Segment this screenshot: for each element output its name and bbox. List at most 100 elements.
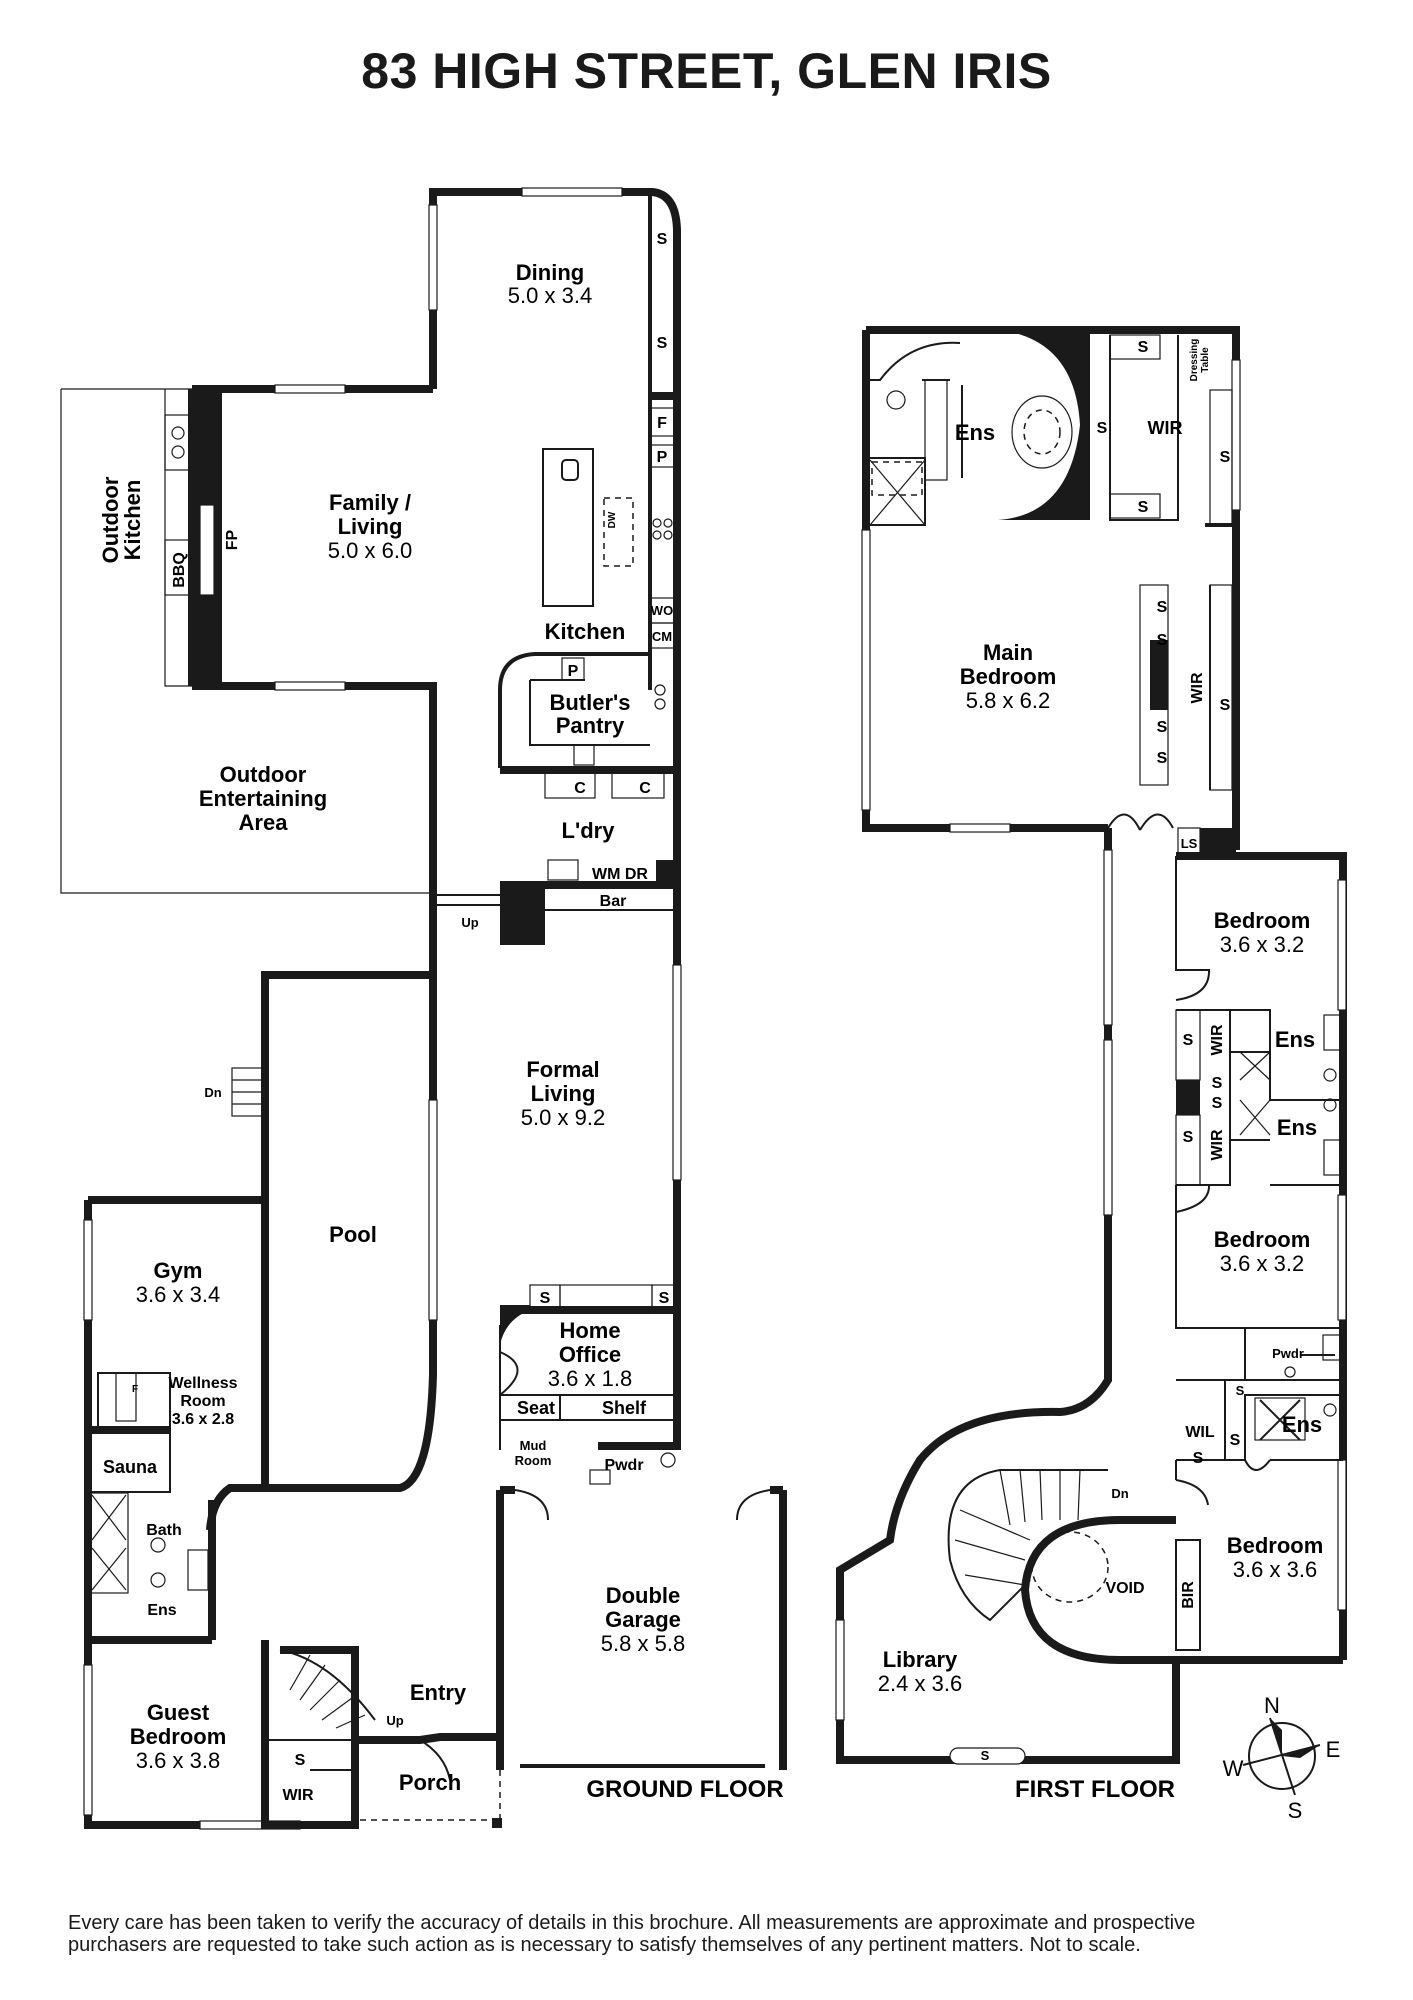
fixture-s: S [1212,1075,1223,1092]
room-kitchen-name: Kitchen [545,619,626,644]
room-bed3-dims: 3.6 x 3.6 [1233,1557,1317,1582]
fixture-s: S [981,1748,990,1763]
fixture-s: S [657,231,668,248]
room-mud-name-1: Mud [520,1438,547,1453]
fixture-seat: Seat [517,1398,555,1418]
fixture-s: S [1220,449,1231,466]
room-bath-name: Bath [146,1522,182,1539]
room-garage-dims: 5.8 x 5.8 [601,1631,685,1656]
compass-e-label: E [1326,1737,1341,1762]
fixture-s: S [1157,632,1168,649]
room-void-name: VOID [1105,1580,1144,1597]
room-ens-name: Ens [147,1602,176,1619]
room-butlers-name-2: Pantry [556,713,625,738]
fixture-cm: CM [652,629,672,644]
fixture-wm-dr: WM DR [592,866,648,883]
fixture-s: S [1097,420,1108,437]
fixture-s: S [1183,1032,1194,1049]
room-family-dims: 5.0 x 6.0 [328,538,412,563]
room-dining-dims: 5.0 x 3.4 [508,283,592,308]
fixture-s: S [1236,1383,1245,1398]
fixture-f-small: F [132,1384,138,1395]
fixture-s: S [1230,1432,1241,1449]
stair-up-label: Up [386,1713,403,1728]
fixture-wir: WIR [282,1787,314,1804]
fixture-s: S [1220,697,1231,714]
ground-floor-plan [60,187,787,1830]
room-outdoor-ent-name-2: Entertaining [199,786,327,811]
room-library-dims: 2.4 x 3.6 [878,1671,962,1696]
room-guest-name-1: Guest [147,1700,210,1725]
room-outdoor-kitchen-name-2: Kitchen [120,480,145,561]
stair-up-label: Up [461,915,478,930]
room-dining-name: Dining [516,260,584,285]
fixture-s: S [659,1290,670,1307]
room-laundry-name: L'dry [562,818,616,843]
fixture-s: S [657,335,668,352]
fixture-wir: WIR [1189,672,1206,704]
fixture-bbq: BBQ [171,552,188,588]
room-garage-name-2: Garage [605,1607,681,1632]
fixture-s: S [1157,750,1168,767]
room-bed2-name: Bedroom [1214,1227,1311,1252]
room-butlers-name-1: Butler's [549,690,630,715]
room-entry-name: Entry [410,1680,467,1705]
fixture-s: S [1212,1095,1223,1112]
room-ens3-name: Ens [1282,1412,1322,1437]
fixture-c: C [574,780,586,797]
room-bed3-name: Bedroom [1227,1533,1324,1558]
fixture-f: F [657,415,667,432]
room-porch-name: Porch [399,1770,461,1795]
fixture-s: S [1157,599,1168,616]
room-wellness-name-1: Wellness [168,1375,237,1392]
room-bir-name: BIR [1180,1581,1197,1609]
fixture-fp: FP [224,529,241,550]
room-wellness-name-2: Room [180,1393,225,1410]
ground-floor-label: GROUND FLOOR [586,1776,783,1803]
fixture-dressing-2: Table [1200,347,1211,373]
first-floor-label: FIRST FLOOR [1015,1776,1175,1803]
room-family-name-2: Living [338,514,403,539]
fixture-s: S [1138,499,1149,516]
fixture-s: S [1157,719,1168,736]
room-family-name-1: Family / [329,490,411,515]
room-gym-name: Gym [154,1258,203,1283]
fixture-s: S [1138,339,1149,356]
fixture-dw: DW [607,511,618,528]
fixture-wir: WIR [1209,1129,1226,1161]
room-garage-name-1: Double [606,1583,681,1608]
compass-w-label: W [1223,1756,1244,1781]
room-main-ens-name: Ens [955,420,995,445]
disclaimer: Every care has been taken to verify the … [68,1912,1358,1956]
fixture-s: S [1193,1450,1204,1467]
room-main-bed-name-2: Bedroom [960,664,1057,689]
room-formal-name-1: Formal [526,1057,599,1082]
room-formal-name-2: Living [531,1081,596,1106]
disclaimer-line: purchasers are requested to take such ac… [68,1934,1141,1956]
compass-n-label: N [1264,1693,1280,1718]
room-outdoor-ent-name-3: Area [239,810,289,835]
fixture-p: P [657,449,668,466]
room-pwdr-name: Pwdr [604,1457,643,1474]
fixture-c: C [639,780,651,797]
compass-s-label: S [1288,1798,1303,1823]
room-outdoor-kitchen-name-1: Outdoor [98,476,123,563]
fixture-ls: LS [1181,836,1198,851]
room-pool-name: Pool [329,1222,377,1247]
pool-dn-label: Dn [204,1085,221,1100]
room-first-pwdr-name: Pwdr [1272,1346,1304,1361]
pool-area [231,971,433,1488]
fixture-wir: WIR [1209,1024,1226,1056]
room-bed1-name: Bedroom [1214,908,1311,933]
fixture-s: S [1183,1129,1194,1146]
room-sauna-name: Sauna [103,1457,158,1477]
room-bed2-dims: 3.6 x 3.2 [1220,1251,1304,1276]
page-title: 83 HIGH STREET, GLEN IRIS [361,43,1052,99]
first-floor-plan [835,326,1347,1765]
room-outdoor-ent-name-1: Outdoor [220,762,307,787]
fixture-s: S [295,1752,306,1769]
room-guest-name-2: Bedroom [130,1724,227,1749]
room-mud-name-2: Room [515,1453,552,1468]
room-wil-name: WIL [1185,1424,1215,1441]
room-ens1-name: Ens [1275,1027,1315,1052]
